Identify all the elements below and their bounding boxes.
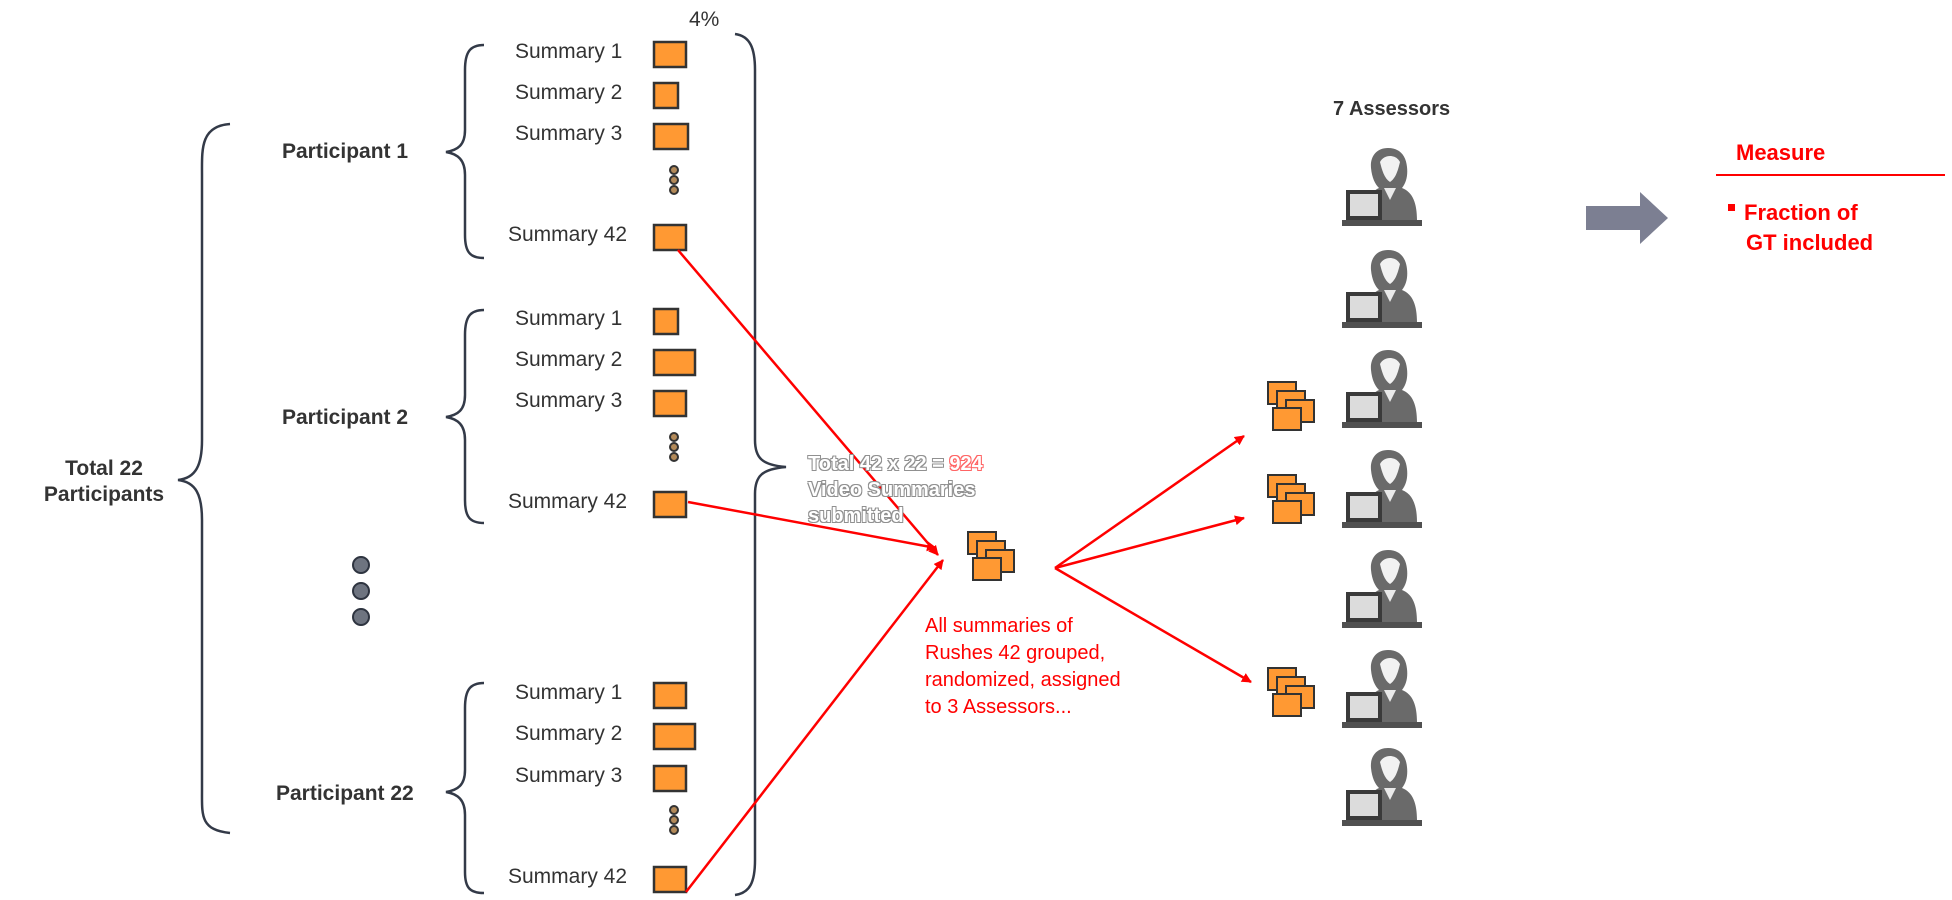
summary-label: Summary 3: [515, 122, 623, 145]
total-summaries-label: Total 42 x 22 = 924 Video Summaries subm…: [808, 451, 983, 529]
grouping-arrow: [685, 559, 944, 893]
participant-label: Participant 2: [282, 406, 409, 429]
participant-label: Participant 22: [276, 782, 414, 805]
more-participants-dot-icon: [352, 608, 370, 626]
summary-box-icon: [652, 722, 697, 751]
assigned-summaries-stack-icon: [1267, 381, 1315, 431]
percent-label: 4%: [689, 8, 720, 31]
measure-title: Measure: [1736, 140, 1826, 165]
summary-box-icon: [652, 223, 688, 252]
participant-22-brace: [445, 681, 485, 895]
participant-label: Participant 1: [282, 140, 409, 163]
participant-2-brace: [445, 308, 485, 525]
grouped-summaries-stack-icon: [967, 531, 1015, 581]
grouping-arrow: [687, 500, 937, 552]
assessor-icon: [1342, 250, 1422, 328]
assessors-title: 7 Assessors: [1333, 98, 1451, 120]
summary-box-icon: [652, 389, 688, 418]
summary-box-icon: [652, 348, 697, 377]
total-summaries-value: 924: [949, 453, 983, 475]
measure-item-line: Fraction of: [1744, 200, 1858, 225]
summary-box-icon: [652, 865, 688, 894]
summary-label: Summary 1: [515, 307, 623, 330]
summary-box-icon: [652, 307, 680, 336]
assessor-icon: [1342, 450, 1422, 528]
bullet-icon: [1728, 204, 1735, 211]
assigned-summaries-stack-icon: [1267, 667, 1315, 717]
summary-box-icon: [652, 764, 688, 793]
summary-label: Summary 3: [515, 764, 623, 787]
all-summaries-brace: [734, 32, 787, 897]
total-summaries-line: Total 42 x 22 = 924: [808, 451, 983, 477]
more-summaries-dots-icon: [669, 432, 679, 462]
total-summaries-line: Video Summaries: [808, 479, 976, 501]
assignment-arrow: [1054, 566, 1252, 684]
more-summaries-dots-icon: [669, 165, 679, 195]
total-summaries-prefix: Total 42 x 22 =: [808, 453, 950, 475]
assessor-icon: [1342, 650, 1422, 728]
assessor-icon: [1342, 148, 1422, 226]
grouping-arrow: [677, 249, 939, 556]
summary-box-icon: [652, 122, 690, 151]
more-summaries-dots-icon: [669, 805, 679, 835]
summary-box-icon: [652, 81, 680, 110]
assignment-arrow: [1054, 515, 1245, 570]
grouped-note-line: Rushes 42 grouped,: [925, 642, 1106, 664]
measure-item-line: GT included: [1746, 230, 1874, 255]
assessor-icon: [1342, 350, 1422, 428]
summary-label: Summary 2: [515, 348, 623, 371]
grouped-note-line: randomized, assigned: [925, 669, 1121, 691]
grouped-note: All summaries of Rushes 42 grouped, rand…: [925, 613, 1121, 721]
more-participants-dot-icon: [352, 556, 370, 574]
summary-box-icon: [652, 681, 688, 710]
summary-box-icon: [652, 40, 688, 69]
right-arrow-icon: [1586, 192, 1668, 244]
summary-label: Summary 3: [515, 389, 623, 412]
total-participants-brace: [177, 122, 231, 835]
summary-label: Summary 42: [508, 223, 628, 246]
total-summaries-line: submitted: [808, 505, 904, 527]
summary-box-icon: [652, 490, 688, 519]
assessor-icon: [1342, 748, 1422, 826]
total-participants-line: Participants: [43, 483, 165, 506]
summary-label: Summary 1: [515, 40, 623, 63]
summary-label: Summary 2: [515, 81, 623, 104]
summary-label: Summary 2: [515, 722, 623, 745]
total-participants-label: Total 22 Participants: [0, 456, 208, 508]
assessor-icon: [1342, 550, 1422, 628]
summary-label: Summary 42: [508, 490, 628, 513]
measure-item: Fraction of GT included: [1744, 198, 1873, 258]
participant-1-brace: [445, 43, 485, 260]
summary-label: Summary 1: [515, 681, 623, 704]
grouped-note-line: All summaries of: [925, 615, 1073, 637]
grouped-note-line: to 3 Assessors...: [925, 696, 1072, 718]
assignment-arrow: [1054, 434, 1245, 570]
total-participants-line: Total 22: [65, 457, 143, 480]
assigned-summaries-stack-icon: [1267, 474, 1315, 524]
more-participants-dot-icon: [352, 582, 370, 600]
summary-label: Summary 42: [508, 865, 628, 888]
